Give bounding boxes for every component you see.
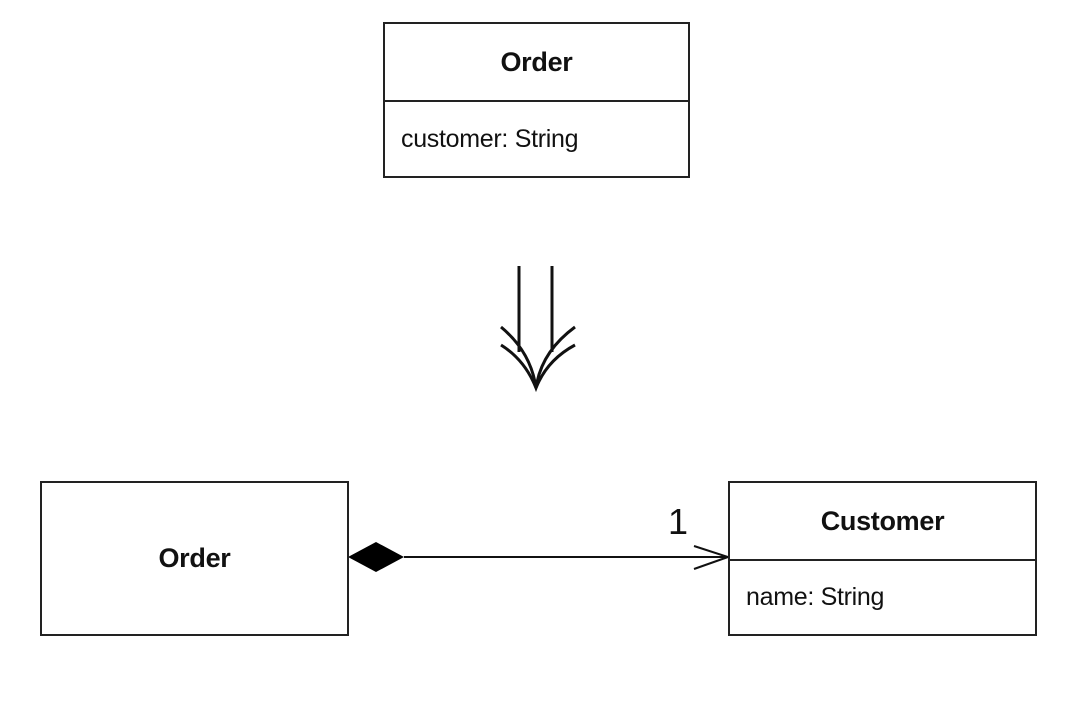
class-attribute: name: String <box>730 559 1035 634</box>
order-class-before: Order customer: String <box>383 22 690 178</box>
composition-diamond-icon <box>348 542 404 572</box>
order-class-after: Order <box>40 481 349 636</box>
class-name: Customer <box>820 505 945 536</box>
class-name: Order <box>500 46 573 77</box>
multiplicity-label: 1 <box>668 501 689 542</box>
class-attribute: customer: String <box>385 100 688 176</box>
double-down-arrow-icon <box>500 266 576 393</box>
customer-class: Customer name: String <box>728 481 1037 636</box>
class-name: Order <box>158 543 231 573</box>
